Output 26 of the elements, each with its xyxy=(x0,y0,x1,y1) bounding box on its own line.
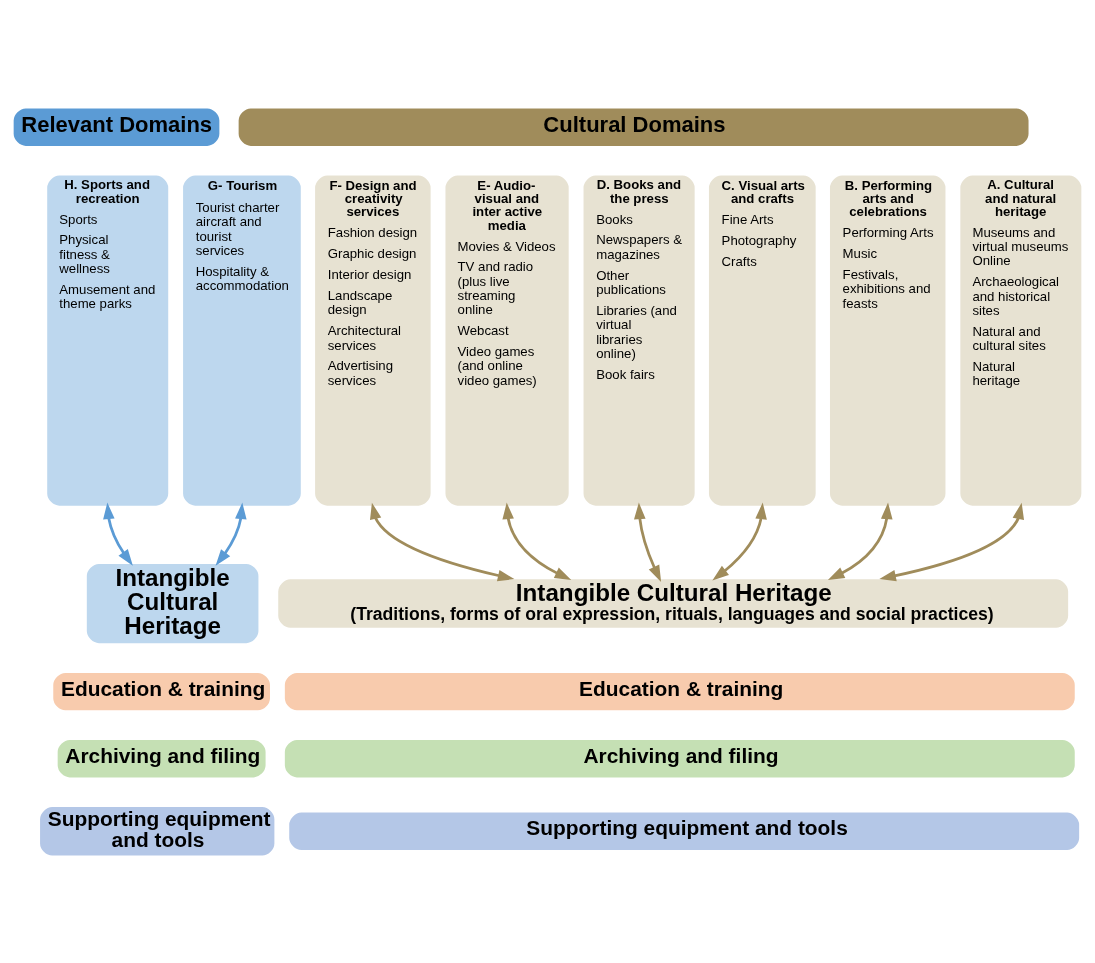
node-box: G- Tourism Tourist charter aircraft and tourist services Hospitality & accommodation xyxy=(180,172,303,508)
node-box: E- Audio-visual and inter active media Movies & Videos TV and radio (plus live streaming online Webcast Video games (and online video games) xyxy=(443,172,571,508)
arrow xyxy=(369,502,515,581)
node-box: H. Sports and recreation Sports Physical fitness & wellness Amusement and theme parks xyxy=(45,172,171,508)
node-box: F- Design and creativity services Fashion design Graphic design Interior design Landscape design Architectural services Advertising services xyxy=(312,172,433,508)
arrow xyxy=(215,502,247,566)
node-box: Archiving and filing xyxy=(282,737,1077,780)
node-box: Supporting equipment and tools xyxy=(287,809,1082,852)
node-box: B. Performing arts and celebrations Performing Arts Music Festivals, exhibitions and feasts xyxy=(827,172,948,508)
arrow xyxy=(879,502,1025,581)
node-box: Intangible Cultural Heritage xyxy=(84,561,261,645)
node-box: A. Cultural and natural heritage Museums and virtual museums Online Archaeological and historical sites Natural and cultural sites Natural heritage xyxy=(958,172,1084,508)
node-box: Supporting equipment and tools xyxy=(37,804,277,858)
node-box: Intangible Cultural Heritage (Traditions, forms of oral expression, rituals, languages and social practices) xyxy=(276,576,1071,630)
node-box: Archiving and filing xyxy=(55,737,268,780)
node-box: Education & training xyxy=(282,670,1077,712)
node-box: Relevant Domains xyxy=(11,105,222,148)
arrow xyxy=(103,502,133,566)
arrow xyxy=(827,502,893,580)
arrow xyxy=(712,502,767,580)
node-box: Education & training xyxy=(51,670,273,712)
arrow xyxy=(634,502,662,582)
node-box: C. Visual arts and crafts Fine Arts Photography Crafts xyxy=(706,172,818,508)
node-box: D. Books and the press Books Newspapers & magazines Other publications Libraries (and virtual libraries online) Book fairs xyxy=(581,172,697,508)
node-box: Cultural Domains xyxy=(236,105,1031,148)
arrow xyxy=(502,502,572,580)
